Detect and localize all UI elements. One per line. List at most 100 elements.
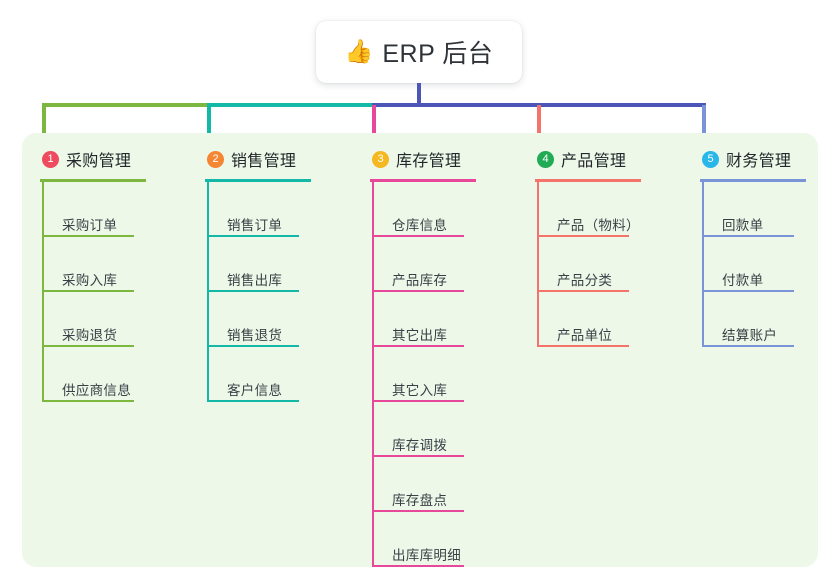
leaf-spine-5 — [702, 182, 704, 347]
leaf-item[interactable]: 采购入库 — [42, 237, 146, 292]
leaf-item[interactable]: 产品（物料） — [537, 182, 641, 237]
leaf-rule — [539, 235, 629, 237]
leaf-rule — [374, 235, 464, 237]
leaf-list-5: 回款单付款单结算账户 — [700, 182, 806, 347]
leaf-item[interactable]: 采购订单 — [42, 182, 146, 237]
leaf-item[interactable]: 供应商信息 — [42, 347, 146, 402]
leaf-rule — [209, 345, 299, 347]
column-header-1[interactable]: 1 采购管理 — [40, 146, 146, 172]
leaf-rule — [704, 235, 794, 237]
leaf-item[interactable]: 回款单 — [702, 182, 806, 237]
leaf-label: 付款单 — [722, 273, 764, 288]
leaf-label: 销售退货 — [227, 328, 283, 343]
column-1: 1 采购管理采购订单采购入库采购退货供应商信息 — [40, 146, 146, 402]
leaf-item[interactable]: 库存调拨 — [372, 402, 476, 457]
leaf-rule — [539, 345, 629, 347]
leaf-label: 产品分类 — [557, 273, 613, 288]
leaf-item[interactable]: 付款单 — [702, 237, 806, 292]
leaf-item[interactable]: 其它出库 — [372, 292, 476, 347]
column-badge-5: 5 — [702, 150, 719, 168]
leaf-rule — [209, 290, 299, 292]
column-5: 5 财务管理回款单付款单结算账户 — [700, 146, 806, 347]
column-title-2: 销售管理 — [231, 153, 297, 170]
leaf-rule — [374, 565, 464, 567]
leaf-list-4: 产品（物料） 产品分类产品单位 — [535, 182, 641, 347]
column-header-rule-2 — [205, 179, 311, 182]
column-badge-3: 3 — [372, 150, 389, 168]
column-header-rule-4 — [535, 179, 641, 182]
column-badge-1: 1 — [42, 150, 59, 168]
column-title-5: 财务管理 — [726, 153, 792, 170]
column-header-2[interactable]: 2 销售管理 — [205, 146, 311, 172]
column-title-3: 库存管理 — [396, 153, 462, 170]
leaf-label: 仓库信息 — [392, 218, 448, 233]
column-badge-4: 4 — [537, 150, 554, 168]
column-badge-2: 2 — [207, 150, 224, 168]
leaf-list-1: 采购订单采购入库采购退货供应商信息 — [40, 182, 146, 402]
leaf-label: 结算账户 — [722, 328, 778, 343]
leaf-label: 产品库存 — [392, 273, 448, 288]
column-header-5[interactable]: 5 财务管理 — [700, 146, 806, 172]
leaf-spine-3 — [372, 182, 374, 567]
leaf-item[interactable]: 销售出库 — [207, 237, 311, 292]
column-title-1: 采购管理 — [66, 153, 132, 170]
leaf-rule — [44, 400, 134, 402]
leaf-label: 销售订单 — [227, 218, 283, 233]
leaf-label: 采购退货 — [62, 328, 118, 343]
leaf-item[interactable]: 采购退货 — [42, 292, 146, 347]
leaf-item[interactable]: 销售退货 — [207, 292, 311, 347]
branch-drop-2 — [207, 103, 211, 162]
leaf-label: 出库库明细 — [392, 548, 461, 563]
leaf-rule — [374, 510, 464, 512]
leaf-label: 其它入库 — [392, 383, 448, 398]
leaf-label: 产品单位 — [557, 328, 613, 343]
leaf-rule — [44, 290, 134, 292]
leaf-rule — [209, 235, 299, 237]
column-header-rule-5 — [700, 179, 806, 182]
column-header-rule-3 — [370, 179, 476, 182]
root-node[interactable]: 👍 ERP 后台 — [316, 21, 522, 83]
leaf-rule — [44, 235, 134, 237]
column-title-4: 产品管理 — [561, 153, 627, 170]
leaf-label: 采购入库 — [62, 273, 118, 288]
leaf-label: 回款单 — [722, 218, 764, 233]
column-header-3[interactable]: 3 库存管理 — [370, 146, 476, 172]
leaf-spine-2 — [207, 182, 209, 402]
leaf-item[interactable]: 产品库存 — [372, 237, 476, 292]
leaf-label: 库存调拨 — [392, 438, 448, 453]
column-header-4[interactable]: 4 产品管理 — [535, 146, 641, 172]
leaf-item[interactable]: 其它入库 — [372, 347, 476, 402]
trunk-segment-2 — [207, 103, 376, 107]
trunk-segment-1 — [42, 103, 211, 107]
column-2: 2 销售管理销售订单销售出库销售退货客户信息 — [205, 146, 311, 402]
leaf-rule — [374, 400, 464, 402]
root-stem-connector — [417, 83, 421, 107]
leaf-item[interactable]: 客户信息 — [207, 347, 311, 402]
leaf-rule — [374, 345, 464, 347]
leaf-label: 其它出库 — [392, 328, 448, 343]
branch-drop-1 — [42, 103, 46, 162]
leaf-item[interactable]: 库存盘点 — [372, 457, 476, 512]
leaf-item[interactable]: 产品单位 — [537, 292, 641, 347]
column-3: 3 库存管理仓库信息产品库存其它出库其它入库库存调拨库存盘点出库库明细 — [370, 146, 476, 567]
leaf-list-3: 仓库信息产品库存其它出库其它入库库存调拨库存盘点出库库明细 — [370, 182, 476, 567]
leaf-spine-1 — [42, 182, 44, 402]
leaf-rule — [44, 345, 134, 347]
root-title: ERP 后台 — [382, 40, 494, 68]
leaf-spine-4 — [537, 182, 539, 347]
leaf-item[interactable]: 销售订单 — [207, 182, 311, 237]
leaf-item[interactable]: 结算账户 — [702, 292, 806, 347]
leaf-label: 供应商信息 — [62, 383, 131, 398]
thumbs-up-icon: 👍 — [344, 37, 374, 64]
leaf-rule — [209, 400, 299, 402]
leaf-item[interactable]: 仓库信息 — [372, 182, 476, 237]
column-4: 4 产品管理产品（物料） 产品分类产品单位 — [535, 146, 641, 347]
leaf-item[interactable]: 出库库明细 — [372, 512, 476, 567]
leaf-label: 采购订单 — [62, 218, 118, 233]
leaf-item[interactable]: 产品分类 — [537, 237, 641, 292]
leaf-label: 库存盘点 — [392, 493, 448, 508]
leaf-rule — [704, 345, 794, 347]
leaf-list-2: 销售订单销售出库销售退货客户信息 — [205, 182, 311, 402]
leaf-rule — [374, 290, 464, 292]
leaf-rule — [374, 455, 464, 457]
